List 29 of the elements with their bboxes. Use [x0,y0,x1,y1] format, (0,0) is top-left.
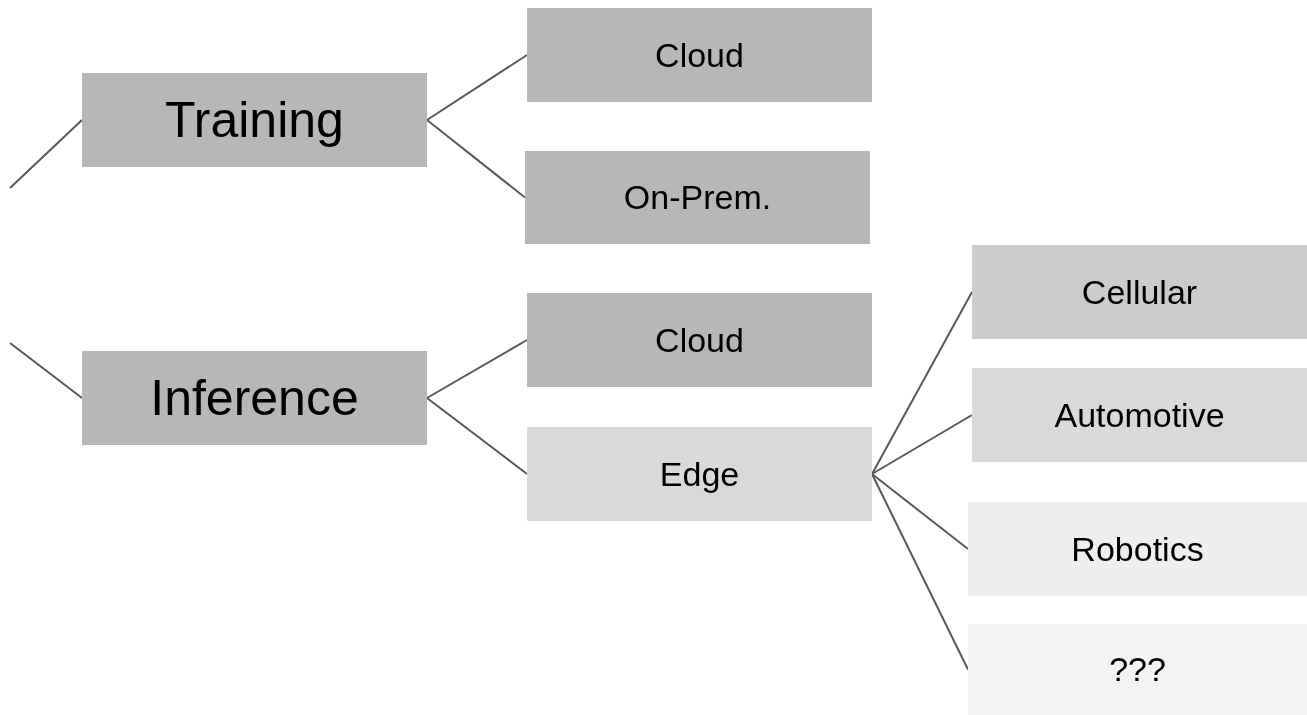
node-label: Cloud [655,320,744,360]
category-box [972,368,1307,462]
category-box [82,351,427,445]
node-label: Edge [659,454,740,494]
category-box [972,245,1307,339]
connector-line [9,119,83,189]
node-label: Cloud [655,35,744,75]
connector-line [871,473,969,550]
node-label: Cellular [1081,272,1198,312]
category-box [82,73,427,167]
category-box [527,8,872,102]
category-box [968,624,1307,715]
node-label: Inference [150,369,359,427]
node-label: Automotive [1054,395,1225,435]
category-box [968,502,1307,596]
node-label: Training [165,91,344,149]
category-box [527,427,872,521]
connector-line [871,291,973,475]
node-label: On-Prem. [623,178,772,217]
connector-line [9,342,83,399]
connector-line [426,397,528,475]
connector-line [871,414,973,475]
node-label: Robotics [1071,529,1204,569]
connector-line [426,54,528,121]
node-label: ??? [1109,650,1166,689]
connector-line [426,339,528,399]
connector-line [426,119,526,199]
category-box [525,151,870,244]
category-box [527,293,872,387]
